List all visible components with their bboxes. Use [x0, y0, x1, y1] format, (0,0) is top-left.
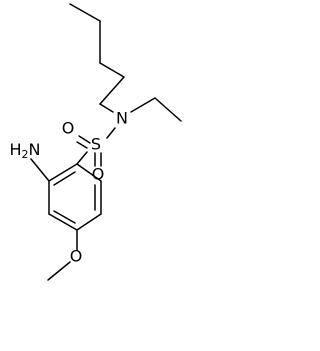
- chemical-structure: H2N S O O N O: [10, 3, 182, 281]
- amino-label: H2N: [10, 140, 41, 162]
- bond-c2-nh2: [30, 158, 50, 182]
- bond-n-ethyl-1: [130, 97, 156, 113]
- bond-n-s: [106, 127, 116, 139]
- bond-ring-1: [76, 163, 102, 182]
- sulfur-label: S: [91, 135, 101, 154]
- bond-ring-inner-2: [53, 210, 76, 224]
- atom-labels: H2N S O O N O: [10, 109, 128, 266]
- bond-butyl-3: [99, 62, 125, 78]
- bond-n-ethyl-2: [154, 97, 182, 122]
- bond-ring-3: [76, 213, 102, 231]
- oxygen-bottom-label: O: [92, 165, 105, 184]
- bond-ring-4: [48, 213, 78, 231]
- bond-s-c1: [76, 151, 88, 165]
- bond-ring-6: [48, 163, 78, 182]
- oxygen-left-label: O: [62, 119, 75, 138]
- bond-butyl-1: [69, 3, 101, 22]
- bonds: [30, 3, 182, 281]
- bond-s-o-left-a: [78, 135, 91, 144]
- bond-butyl-4: [99, 76, 125, 105]
- bond-o-ch3: [47, 261, 71, 281]
- methoxy-oxygen-label: O: [70, 247, 83, 266]
- bond-s-o-left-b: [76, 141, 88, 149]
- bond-butyl-5: [99, 103, 114, 113]
- bond-ring-inner-3: [53, 171, 76, 186]
- nitrogen-label: N: [116, 109, 128, 128]
